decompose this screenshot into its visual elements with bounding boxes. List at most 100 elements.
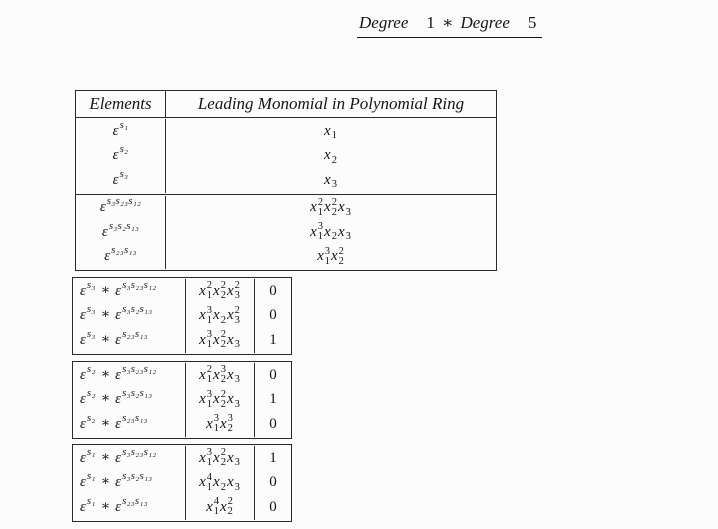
product-result: 0 (269, 307, 277, 324)
product-result: 0 (269, 366, 277, 383)
title-degree-right-value: 5 (527, 13, 537, 32)
element-superscript: s₃s₂₃s₁₂ (106, 195, 142, 208)
left-superscript: s₃ (86, 327, 96, 340)
epsilon-symbol: ε (80, 331, 86, 348)
title-degree-left: Degree (359, 13, 409, 32)
right-superscript: s₃s₂s₁₃ (122, 303, 153, 316)
epsilon-symbol: ε (80, 498, 86, 515)
right-superscript: s₃s₂₃s₁₂ (122, 362, 157, 375)
epsilon-symbol: ε (80, 415, 86, 432)
epsilon-symbol: ε (101, 223, 108, 240)
left-superscript: s₂ (86, 411, 96, 424)
product-result: 0 (269, 474, 277, 491)
epsilon-symbol: ε (80, 307, 86, 324)
product-operator: ∗ (441, 13, 454, 32)
epsilon-symbol: ε (99, 199, 106, 216)
left-superscript: s₁ (86, 470, 96, 483)
left-superscript: s₃ (86, 303, 96, 316)
product-operator: ∗ (100, 391, 111, 407)
left-superscript: s₂ (86, 362, 96, 375)
left-superscript: s₁ (86, 494, 96, 507)
left-superscript: s₂ (86, 387, 96, 400)
column-header-leading-monomial: Leading Monomial in Polynomial Ring (197, 94, 465, 113)
product-operator: ∗ (100, 498, 111, 514)
left-superscript: s₃ (86, 278, 96, 291)
epsilon-symbol: ε (115, 498, 122, 515)
right-superscript: s₃s₂s₁₃ (122, 387, 153, 400)
product-result: 1 (269, 331, 277, 348)
epsilon-symbol: ε (80, 449, 86, 466)
epsilon-symbol: ε (80, 391, 86, 408)
product-operator: ∗ (100, 331, 111, 347)
left-superscript: s₁ (86, 445, 96, 458)
epsilon-symbol: ε (104, 248, 111, 265)
epsilon-symbol: ε (112, 122, 119, 139)
element-superscript: s₂ (119, 143, 129, 156)
epsilon-symbol: ε (115, 474, 122, 491)
right-superscript: s₃s₂₃s₁₂ (122, 278, 157, 291)
epsilon-symbol: ε (115, 449, 122, 466)
element-superscript: s₂₃s₁₃ (111, 244, 137, 257)
epsilon-symbol: ε (112, 171, 119, 188)
title-degree-right: Degree (460, 13, 510, 32)
product-operator: ∗ (100, 307, 111, 323)
column-header-elements: Elements (76, 91, 166, 117)
epsilon-symbol: ε (115, 282, 122, 299)
right-superscript: s₂₃s₁₃ (122, 411, 148, 424)
elements-table: Elements Leading Monomial in Polynomial … (75, 90, 497, 271)
element-superscript: s₁ (119, 118, 129, 131)
product-result: 0 (269, 415, 277, 432)
epsilon-symbol: ε (80, 474, 86, 491)
product-operator: ∗ (100, 415, 111, 431)
element-superscript: s₃ (119, 167, 129, 180)
right-superscript: s₂₃s₁₃ (122, 494, 148, 507)
elements-table-header: Elements Leading Monomial in Polynomial … (76, 91, 496, 118)
epsilon-symbol: ε (115, 366, 122, 383)
product-result: 1 (269, 391, 277, 408)
product-result: 0 (269, 498, 277, 515)
right-superscript: s₂₃s₁₃ (122, 327, 148, 340)
product-operator: ∗ (100, 474, 111, 490)
product-operator: ∗ (100, 282, 111, 298)
epsilon-symbol: ε (80, 366, 86, 383)
right-superscript: s₃s₂₃s₁₂ (122, 445, 157, 458)
epsilon-symbol: ε (80, 282, 86, 299)
